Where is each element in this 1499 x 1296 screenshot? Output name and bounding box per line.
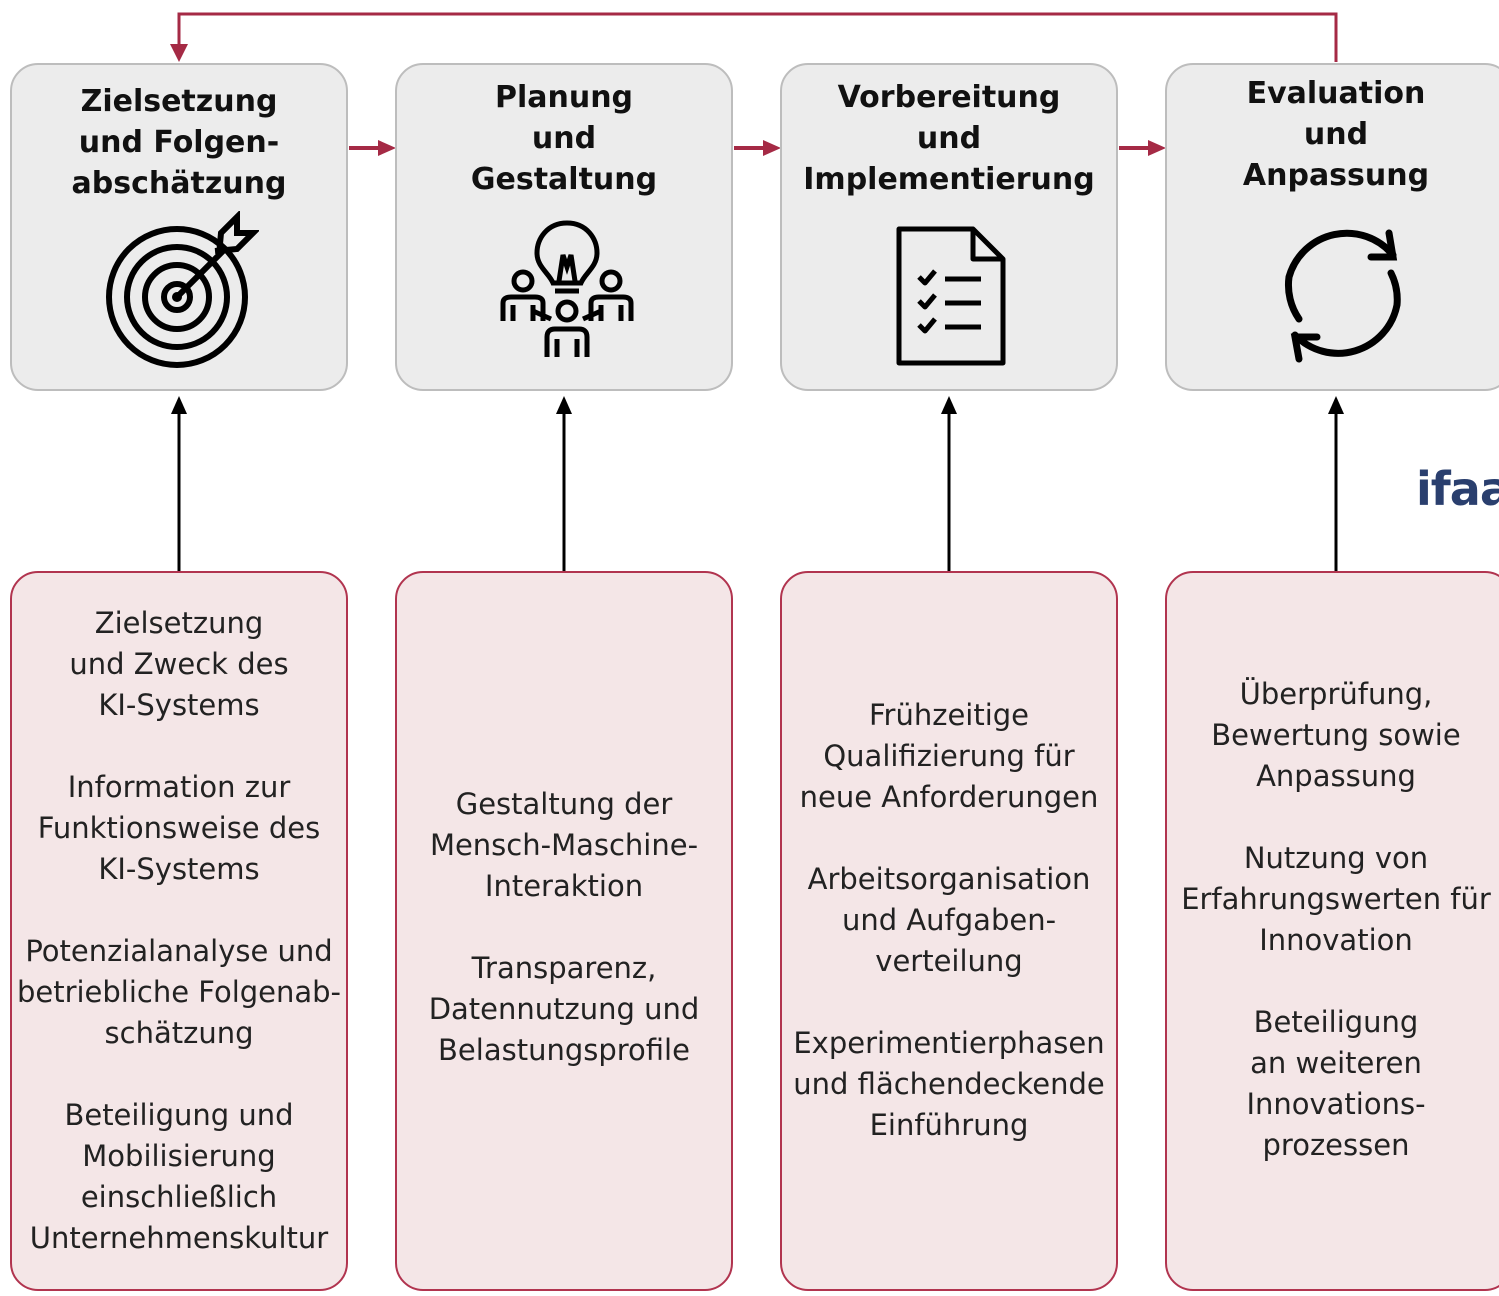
detail-item: Information zur Funktionsweise des KI-Sy… — [37, 770, 321, 886]
phase-title: Vorbereitung und Implementierung — [803, 80, 1095, 197]
checklist-icon — [896, 226, 1006, 366]
detail-item: Überprüfung, Bewertung sowie Anpassung — [1211, 677, 1461, 793]
detail-box-planung: Gestaltung der Mensch-Maschine- Interakt… — [395, 571, 733, 1291]
detail-item: Experimentierphasen und flächendeckende … — [793, 1026, 1105, 1142]
feedback-loop-arrowhead — [170, 44, 188, 62]
phase-title: Evaluation und Anpassung — [1242, 76, 1430, 193]
phase-box-zielsetzung: Zielsetzung und Folgen- abschätzung — [10, 63, 348, 391]
detail-list: Zielsetzung und Zweck des KI-Systems Inf… — [12, 603, 346, 1259]
target-icon — [106, 211, 259, 368]
detail-arrow-3 — [941, 396, 957, 571]
detail-box-vorbereitung: Frühzeitige Qualifizierung für neue Anfo… — [780, 571, 1118, 1291]
detail-arrow-4 — [1328, 396, 1344, 571]
detail-item: Transparenz, Datennutzung und Belastungs… — [428, 951, 700, 1067]
detail-list: Gestaltung der Mensch-Maschine- Interakt… — [397, 784, 731, 1071]
phase-arrow-3 — [1119, 140, 1166, 156]
detail-item: Beteiligung und Mobilisierung einschließ… — [29, 1098, 329, 1255]
detail-box-zielsetzung: Zielsetzung und Zweck des KI-Systems Inf… — [10, 571, 348, 1291]
detail-item: Zielsetzung und Zweck des KI-Systems — [69, 606, 289, 722]
detail-arrow-1 — [171, 396, 187, 571]
detail-list: Frühzeitige Qualifizierung für neue Anfo… — [782, 695, 1116, 1146]
ifaa-logo: ifaa — [1416, 462, 1499, 516]
detail-item: Gestaltung der Mensch-Maschine- Interakt… — [429, 787, 699, 903]
phase-title: Zielsetzung und Folgen- abschätzung — [71, 84, 287, 201]
refresh-cycle-icon — [1284, 229, 1401, 363]
detail-box-evaluation: Überprüfung, Bewertung sowie Anpassung N… — [1165, 571, 1499, 1291]
phase-box-vorbereitung: Vorbereitung und Implementierung — [780, 63, 1118, 391]
detail-list: Überprüfung, Bewertung sowie Anpassung N… — [1167, 674, 1499, 1166]
detail-item: Beteiligung an weiteren Innovations- pro… — [1246, 1005, 1426, 1162]
detail-item: Nutzung von Erfahrungswerten für Innovat… — [1181, 841, 1491, 957]
phase-arrow-1 — [349, 140, 396, 156]
phase-box-evaluation: Evaluation und Anpassung — [1165, 63, 1499, 391]
feedback-loop-arrow — [177, 12, 1338, 62]
detail-item: Potenzialanalyse und betriebliche Folgen… — [16, 934, 342, 1050]
phase-box-planung: Planung und Gestaltung — [395, 63, 733, 391]
detail-item: Arbeitsorganisation und Aufgaben- vertei… — [807, 862, 1091, 978]
detail-item: Frühzeitige Qualifizierung für neue Anfo… — [799, 698, 1099, 814]
team-idea-icon — [500, 220, 634, 357]
phase-title: Planung und Gestaltung — [470, 80, 658, 197]
phase-arrow-2 — [734, 140, 781, 156]
detail-arrow-2 — [556, 396, 572, 571]
